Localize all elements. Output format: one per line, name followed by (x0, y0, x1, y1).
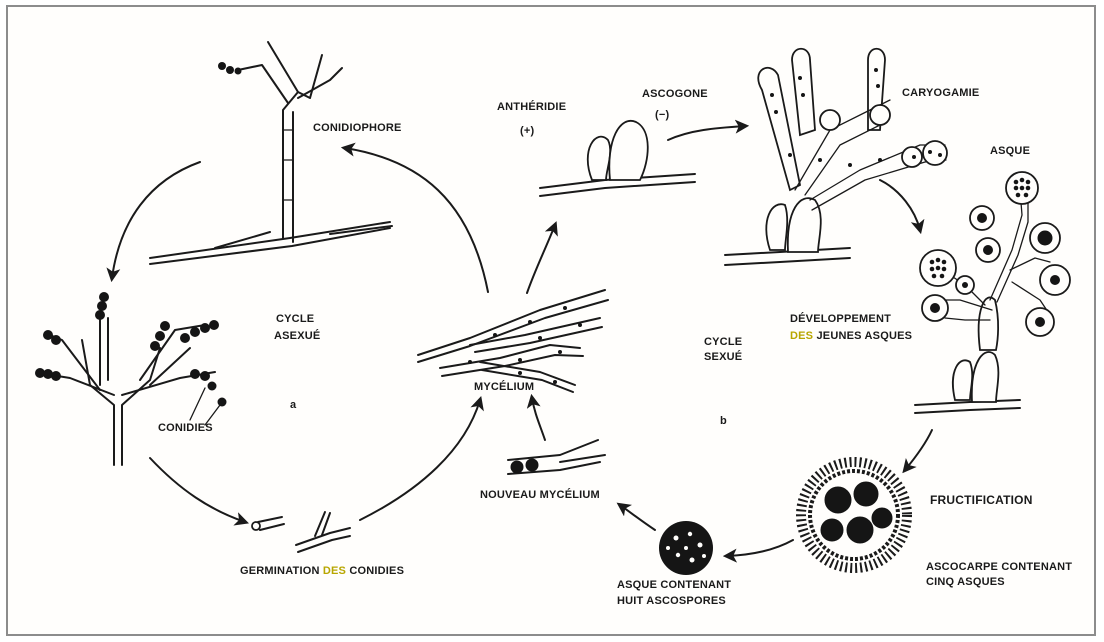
label-antheridie-sign: (+) (520, 125, 534, 137)
caryogamy-drawing (725, 49, 947, 265)
label-ascocarpe-line1: ASCOCARPE CONTENANT (926, 561, 1072, 573)
label-conidiophore: CONIDIOPHORE (313, 122, 402, 134)
label-cycle-sexue-line2: SEXUÉ (704, 350, 742, 363)
arrow-mycelium-to-antheridium (527, 225, 555, 293)
arrow-asci-to-ascocarp (905, 430, 932, 470)
arrow-conidia-to-germination (150, 458, 245, 522)
label-letter-a: a (290, 399, 297, 411)
arrow-ascocarp-to-ascus (727, 540, 793, 556)
ascus-eight-ascospores-drawing (659, 521, 713, 575)
label-ascocarpe-line2: CINQ ASQUES (926, 576, 1005, 588)
label-asque-contenant-line1: ASQUE CONTENANT (617, 579, 731, 591)
germinating-conidia-drawing (252, 512, 350, 552)
label-mycelium: MYCÉLIUM (474, 380, 534, 393)
mycelium-drawing (418, 290, 608, 392)
arrow-new-mycelium-to-mycelium (532, 398, 545, 440)
young-asci-development-drawing (915, 172, 1070, 413)
label-cycle-asexue-line2: ASEXUÉ (274, 329, 320, 342)
label-asque: ASQUE (990, 145, 1030, 157)
label-developpement-line2: DES JEUNES ASQUES (790, 330, 912, 342)
arrow-germination-to-mycelium (360, 400, 480, 520)
ascocarp-drawing (801, 462, 907, 568)
label-asque-contenant-line2: HUIT ASCOSPORES (617, 595, 726, 607)
label-ascogone-sign: (−) (655, 109, 669, 121)
arrow-mycelium-to-conidiophore (345, 148, 488, 292)
label-letter-b: b (720, 415, 727, 427)
arrow-ascus-to-new-mycelium (620, 505, 655, 530)
new-mycelium-drawing (508, 440, 605, 474)
antheridium-ascogonium-drawing (540, 121, 695, 196)
label-antheridie: ANTHÉRIDIE (497, 100, 566, 113)
label-cycle-sexue-line1: CYCLE (704, 336, 742, 348)
arrow-caryogamy-to-asci (880, 180, 920, 230)
conidiophore-drawing (150, 42, 392, 264)
arrow-antheridium-to-caryogamy (668, 126, 745, 140)
label-conidies: CONIDIES (158, 422, 213, 434)
label-cycle-asexue-line1: CYCLE (276, 313, 314, 325)
label-fructification: FRUCTIFICATION (930, 493, 1033, 507)
label-germination-des-conidies: GERMINATION DES CONIDIES (240, 565, 404, 577)
label-nouveau-mycelium: NOUVEAU MYCÉLIUM (480, 488, 600, 501)
label-caryogamie: CARYOGAMIE (902, 87, 979, 99)
label-ascogone: ASCOGONE (642, 88, 708, 100)
label-developpement-line1: DÉVELOPPEMENT (790, 312, 891, 325)
arrow-conidiophore-to-conidia (112, 162, 200, 278)
conidiophore-with-conidia-drawing (35, 292, 227, 465)
